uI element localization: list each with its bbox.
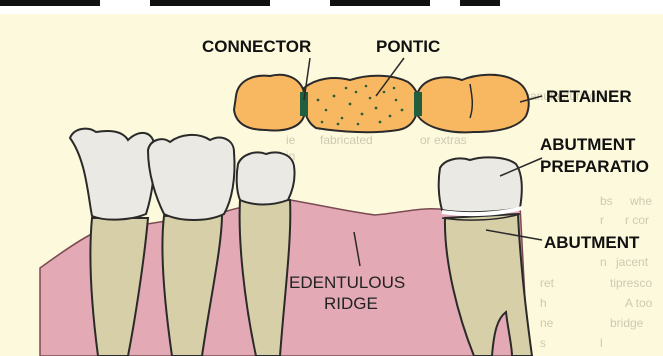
bg-text-line: h: [540, 296, 547, 310]
label-pontic: PONTIC: [376, 37, 440, 56]
bg-text-line: fabricated: [320, 133, 373, 147]
label-connector: CONNECTOR: [202, 37, 311, 56]
bg-text-line: or extras: [420, 133, 467, 147]
tooth-crown: [70, 129, 155, 220]
bg-text-line: tipresco: [610, 276, 652, 290]
bg-text-line: ret: [540, 276, 555, 290]
tooth-crown: [237, 152, 295, 204]
bg-text-line: jacent: [615, 255, 649, 269]
bg-text-line: A too: [625, 296, 653, 310]
bg-text-line: ne: [540, 316, 554, 330]
bg-text-line: bridge: [610, 316, 644, 330]
bg-text-line: r cor: [625, 213, 649, 227]
bg-text-line: bs: [600, 194, 613, 208]
connector-right: [414, 92, 422, 116]
label-edentulous-ridge-line2: RIDGE: [324, 294, 378, 313]
bridge-prosthesis: [234, 75, 529, 133]
bg-text-line: ie: [286, 133, 296, 147]
bg-text-line: whe: [629, 194, 652, 208]
retainer-right: [418, 75, 529, 133]
label-abutment-preparation-line2: PREPARATIO: [540, 157, 649, 176]
label-retainer: RETAINER: [546, 87, 632, 106]
tooth-crown: [148, 135, 235, 220]
label-abutment: ABUTMENT: [544, 233, 640, 252]
pontic: [304, 76, 419, 132]
label-edentulous-ridge-line1: EDENTULOUS: [289, 273, 405, 292]
bg-text-line: s: [540, 336, 546, 350]
bg-text-line: l: [600, 336, 603, 350]
retainer-left: [234, 75, 304, 131]
label-abutment-preparation-line1: ABUTMENT: [540, 135, 636, 154]
abutment-preparation: [439, 157, 522, 212]
bg-text-line: n: [600, 255, 607, 269]
bg-text-line: r: [600, 213, 604, 227]
